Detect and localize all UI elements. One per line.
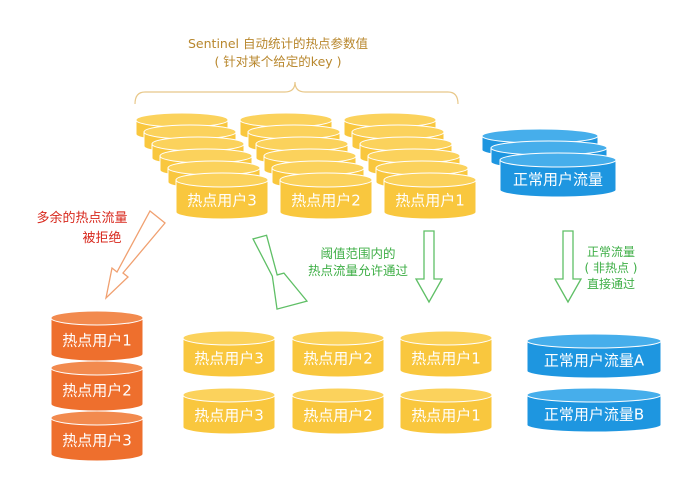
passed-cylinders: 热点用户3 热点用户2 热点用户1 热点用户3 热点用户2 热点用户1 <box>182 330 493 435</box>
rejected-cylinder-3: 热点用户3 <box>50 410 144 462</box>
normal-label-1: 正常流量 <box>587 245 635 259</box>
hot-param-stacks: 热点用户3 热点用户2 热点用户1 <box>135 112 477 220</box>
passed-row1-cylinder-3: 热点用户1 <box>399 330 493 378</box>
cylinder-label: 正常用户流量B <box>544 406 644 424</box>
stack-hot-user-2-layer-6: 热点用户2 <box>279 172 373 220</box>
reject-arrow <box>104 210 166 300</box>
normal-label-2: ( 非热点 ) <box>585 261 638 275</box>
rejected-label-2: 被拒绝 <box>82 230 121 246</box>
cylinder-label: 热点用户1 <box>411 350 481 368</box>
stack-hot-user-3-layer-6: 热点用户3 <box>175 172 269 220</box>
normal-traffic-stack: 正常用户流量 <box>481 128 617 198</box>
rejected-cylinder-1: 热点用户1 <box>50 310 144 362</box>
passed-row1-cylinder-1: 热点用户3 <box>182 330 276 378</box>
passed-label-2: 热点流量允许通过 <box>308 263 409 278</box>
passed-row2-cylinder-3: 热点用户1 <box>399 387 493 435</box>
cylinder-label: 正常用户流量 <box>513 171 603 189</box>
cylinder-label: 热点用户1 <box>395 192 465 210</box>
normal-arrow <box>553 230 583 304</box>
cylinder-label: 正常用户流量A <box>544 352 645 370</box>
rejected-cylinder-2: 热点用户2 <box>50 360 144 412</box>
cylinder-label: 热点用户2 <box>62 382 132 400</box>
cylinder-label: 热点用户2 <box>291 192 361 210</box>
rejected-cylinders: 热点用户1 热点用户2 热点用户3 <box>50 310 144 462</box>
cylinder-label: 热点用户3 <box>194 350 264 368</box>
cylinder-label: 热点用户1 <box>411 407 481 425</box>
passed-row2-cylinder-1: 热点用户3 <box>182 387 276 435</box>
cylinder-label: 热点用户3 <box>194 407 264 425</box>
passed-label-1: 阈值范围内的 <box>320 246 395 261</box>
pass-arrow-right <box>414 230 444 304</box>
cylinder-label: 热点用户1 <box>62 332 132 350</box>
cylinder-label: 热点用户2 <box>303 407 373 425</box>
passed-row1-cylinder-2: 热点用户2 <box>291 330 385 378</box>
rejected-label-1: 多余的热点流量 <box>36 210 127 226</box>
normal-output-cylinder-2: 正常用户流量B <box>526 387 662 433</box>
stack-hot-user-1-layer-6: 热点用户1 <box>383 172 477 220</box>
normal-output-cylinders: 正常用户流量A 正常用户流量B <box>526 333 662 433</box>
normal-label-3: 直接通过 <box>587 276 635 291</box>
header-subtitle: ( 针对某个给定的key ) <box>214 54 341 69</box>
passed-row2-cylinder-2: 热点用户2 <box>291 387 385 435</box>
pass-arrow-left <box>252 234 309 310</box>
normal-output-cylinder-1: 正常用户流量A <box>526 333 662 379</box>
cylinder-label: 热点用户3 <box>62 432 132 450</box>
cylinder-label: 热点用户2 <box>303 350 373 368</box>
normal-stack-layer-3: 正常用户流量 <box>499 152 617 198</box>
cylinder-label: 热点用户3 <box>187 192 257 210</box>
header-title: Sentinel 自动统计的热点参数值 <box>188 36 368 51</box>
brace <box>134 81 459 105</box>
